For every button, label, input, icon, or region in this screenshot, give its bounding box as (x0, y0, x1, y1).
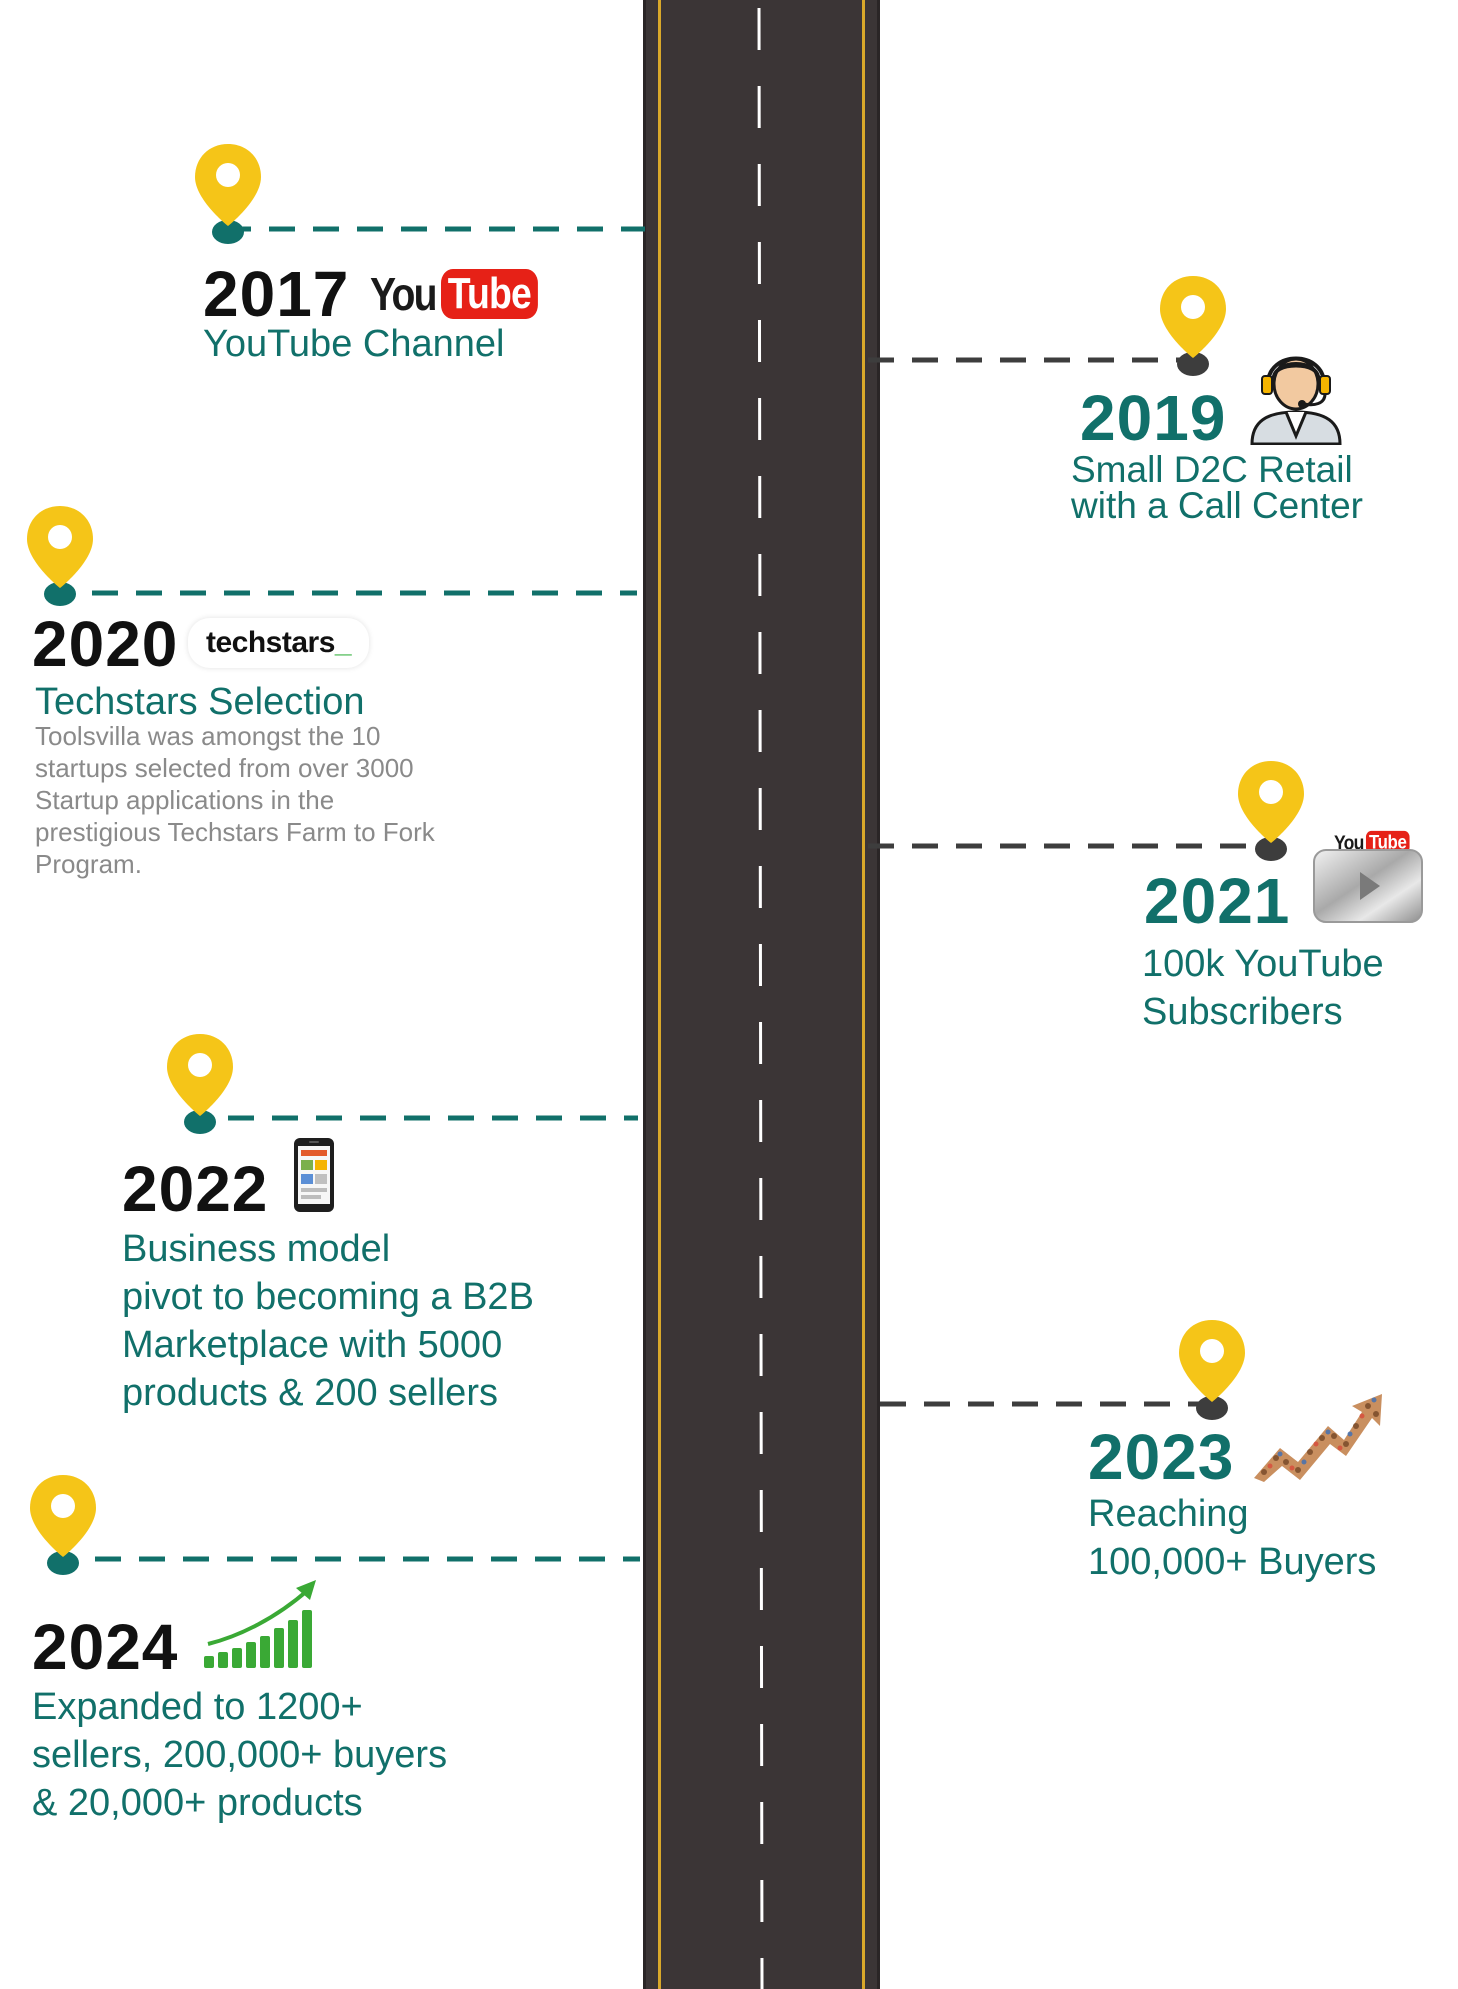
milestone-title-line: & 20,000+ products (32, 1782, 363, 1824)
milestone-title-line: with a Call Center (1071, 485, 1364, 526)
milestone-year-2023: 2023 (1088, 1421, 1235, 1493)
techstars-logo-underscore: _ (334, 626, 352, 659)
description-line: startups selected from over 3000 (35, 753, 414, 783)
smartphone-app-icon (294, 1138, 334, 1212)
road-left-edge-line (658, 0, 661, 1989)
location-pin-icon (1179, 1320, 1245, 1420)
milestone-title-line: Business model (122, 1228, 391, 1270)
milestone-title-line: Marketplace with 5000 (122, 1324, 503, 1366)
road-center-dashes (757, 0, 764, 1989)
milestone-description-2020: Toolsvilla was amongst the 10 startups s… (35, 720, 495, 880)
youtube-logo-you: You (370, 268, 438, 320)
description-line: Startup applications in the (35, 785, 335, 815)
description-line: prestigious Techstars Farm to Fork (35, 817, 435, 847)
location-pin-icon (167, 1034, 233, 1134)
milestone-title-2022: Business model pivot to becoming a B2B M… (122, 1225, 592, 1417)
milestone-year-2019: 2019 (1080, 382, 1227, 454)
milestone-title-line: Reaching (1088, 1493, 1249, 1535)
milestone-title-2024: Expanded to 1200+ sellers, 200,000+ buye… (32, 1683, 532, 1827)
road (643, 0, 880, 1989)
youtube-logo-tube: Tube (441, 269, 539, 319)
description-line: Program. (35, 849, 142, 879)
road-right-edge-line (862, 0, 865, 1989)
location-pin-icon (30, 1475, 96, 1575)
connector-line-2023 (880, 1401, 1220, 1407)
location-pin-icon (195, 144, 261, 244)
techstars-logo-text: techstars (206, 626, 335, 659)
milestone-year-2022: 2022 (122, 1153, 269, 1225)
silver-play-plaque (1313, 849, 1423, 923)
milestone-title-2019: Small D2C Retail with a Call Center (1071, 449, 1401, 526)
milestone-year-2017: 2017 (203, 258, 350, 330)
connector-line-2019 (868, 357, 1188, 363)
milestone-year-2021: 2021 (1144, 865, 1291, 937)
youtube-silver-play-button-icon: You Tube (1312, 830, 1424, 924)
milestone-title-line: 100,000+ Buyers (1088, 1541, 1377, 1583)
milestone-title-2017: YouTube Channel (203, 323, 505, 365)
description-line: Toolsvilla was amongst the 10 (35, 721, 381, 751)
milestone-title-line: Expanded to 1200+ (32, 1686, 363, 1728)
connector-line-2017 (225, 226, 645, 232)
milestone-title-line: pivot to becoming a B2B (122, 1276, 534, 1318)
growth-bar-chart-icon (204, 1580, 316, 1668)
milestone-title-2020: Techstars Selection (35, 681, 365, 723)
milestone-title-line: products & 200 sellers (122, 1372, 498, 1414)
call-center-agent-icon (1250, 356, 1342, 445)
crowd-growth-arrow-icon (1254, 1394, 1382, 1482)
location-pin-icon (1160, 276, 1226, 376)
youtube-logo-icon: You Tube (370, 262, 555, 326)
youtube-logo-tube: Tube (1366, 830, 1410, 854)
location-pin-icon (27, 506, 93, 606)
connector-line-2021 (868, 843, 1268, 849)
connector-line-2020 (92, 590, 637, 596)
milestone-year-2024: 2024 (32, 1611, 179, 1683)
milestone-title-line: Subscribers (1142, 991, 1343, 1033)
milestone-year-2020: 2020 (32, 608, 179, 680)
location-pin-icon (1238, 761, 1304, 861)
techstars-logo: techstars_ (188, 618, 370, 668)
milestone-title-2021: 100k YouTube Subscribers (1142, 940, 1442, 1036)
connector-line-2024 (95, 1556, 640, 1562)
milestone-title-line: Small D2C Retail (1071, 449, 1353, 490)
youtube-logo-you: You (1334, 830, 1364, 854)
milestone-title-line: sellers, 200,000+ buyers (32, 1734, 448, 1776)
connector-line-2022 (228, 1115, 638, 1121)
milestone-title-line: 100k YouTube (1142, 943, 1384, 985)
milestone-title-2023: Reaching 100,000+ Buyers (1088, 1490, 1428, 1586)
